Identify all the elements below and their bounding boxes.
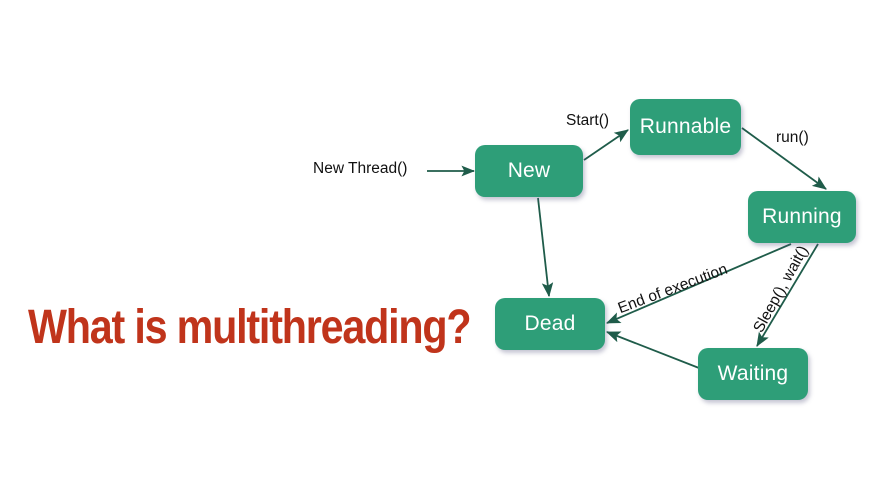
state-box-dead[interactable]: Dead <box>495 298 605 350</box>
state-box-running[interactable]: Running <box>748 191 856 243</box>
edge-label-run: run() <box>776 129 809 146</box>
state-label-waiting: Waiting <box>717 362 789 385</box>
state-box-waiting[interactable]: Waiting <box>698 348 808 400</box>
state-box-runnable[interactable]: Runnable <box>630 99 741 155</box>
arrow-runnable-to-running <box>741 127 827 190</box>
edge-label-new-thread: New Thread() <box>313 160 408 177</box>
state-label-running: Running <box>762 205 842 228</box>
state-label-new: New <box>507 159 551 182</box>
state-label-dead: Dead <box>524 312 576 335</box>
arrow-new-to-dead <box>537 197 554 298</box>
arrow-new-to-runnable <box>583 129 629 161</box>
arrow-waiting-to-dead <box>605 331 700 369</box>
edge-label-start: Start() <box>566 112 610 129</box>
page-title: What is multithreading? <box>28 301 472 354</box>
state-label-runnable: Runnable <box>639 115 732 138</box>
state-box-new[interactable]: New <box>475 145 583 197</box>
arrow-running-to-waiting <box>756 243 819 347</box>
arrow-running-to-dead <box>606 243 792 324</box>
